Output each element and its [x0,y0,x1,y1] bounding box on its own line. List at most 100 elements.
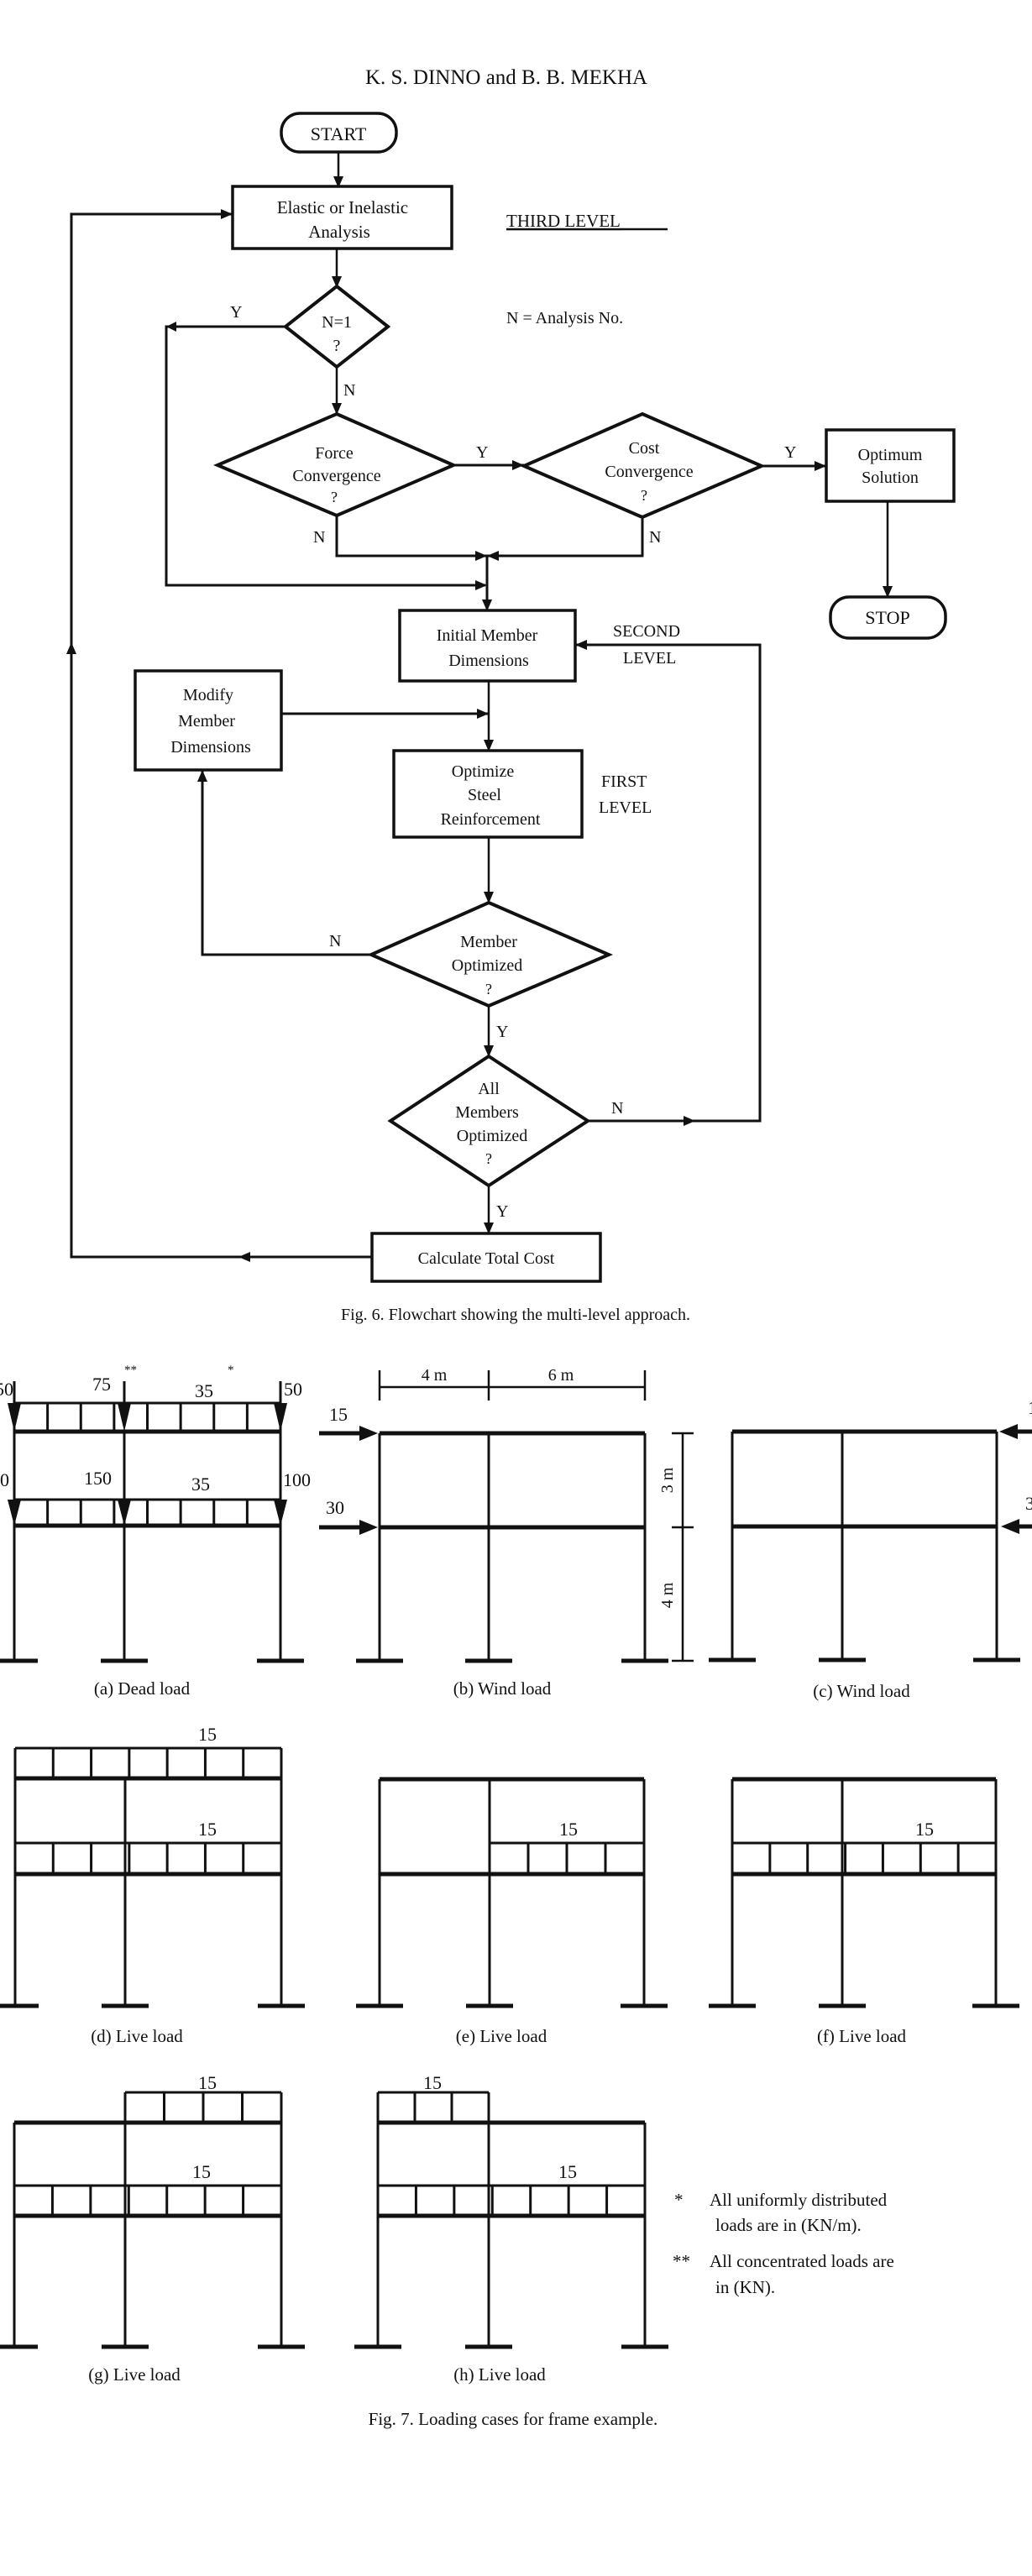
arrowhead-icon [484,1223,494,1234]
n-yes-connector [165,325,485,587]
yes-label: Y [496,1023,508,1041]
concentrated-load-arrow [8,1500,21,1526]
start-label: START [311,123,367,144]
all-opt-label-4: ? [485,1150,492,1167]
panel-h-caption: (h) Live load [453,2364,546,2385]
load-value: 35 [191,1474,210,1495]
no-label: N [313,528,325,547]
arrowhead-icon [575,640,587,650]
force-label-2: Convergence [292,467,380,485]
optimize-steel-box [392,749,584,839]
load-unit-mark: ** [124,1364,137,1377]
load-value: 100 [0,1469,9,1490]
yes-label: Y [476,443,488,462]
arrowhead-icon [482,599,492,611]
panel-a-labels: 50 75 ** 35 * 50 100 150 35 100 [0,1364,311,1495]
arrowhead-icon [883,586,893,598]
no-label: N [611,1099,623,1118]
arrowhead-icon [333,176,343,188]
concentrated-load-arrow [274,1403,287,1432]
member-opt-label-1: Member [460,933,517,951]
dimension-label: 6 m [548,1366,574,1385]
modify-label-3: Dimensions [170,738,251,757]
note-line: All uniformly distributed [710,2190,888,2210]
no-label: N [343,381,355,400]
dimension-label: 4 m [422,1366,448,1385]
panel-e-caption: (e) Live load [456,2026,547,2046]
n-check-label-1: N=1 [322,313,352,332]
optimum-label-1: Optimum [858,446,923,464]
all-opt-label-2: Members [455,1103,519,1122]
load-value: 75 [92,1374,111,1395]
load-value: 35 [195,1380,213,1401]
optimize-label-3: Reinforcement [441,810,541,829]
third-level-label: THIRD LEVEL [506,211,621,231]
note-line: loads are in (KN/m). [715,2215,862,2235]
yes-label: Y [496,1202,508,1221]
note-mark: ** [673,2251,690,2271]
modify-label-1: Modify [183,686,233,704]
initial-label-2: Dimensions [448,652,529,670]
modify-dimensions-box [134,669,283,772]
second-level-loop [575,643,762,1123]
load-value: 15 [198,2072,217,2093]
panel-c-labels: 15 30 [1025,1397,1032,1514]
load-value: 50 [0,1379,13,1400]
member-no-connector [201,770,371,956]
arrowhead-icon [684,1116,695,1126]
analysis-box [231,185,453,250]
first-level-label-2: LEVEL [599,798,652,817]
arrowhead-icon [484,892,494,903]
total-cost-box [370,1232,602,1283]
arrowhead-icon [197,770,207,782]
force-label-3: ? [331,489,338,505]
load-unit-mark: * [228,1364,234,1377]
optimum-label-2: Solution [862,469,919,487]
second-level-label-2: LEVEL [623,649,676,668]
fig6-caption: Fig. 6. Flowchart showing the multi-leve… [341,1306,690,1324]
total-cost-label: Calculate Total Cost [418,1249,555,1268]
cost-label-3: ? [641,487,647,504]
arrowhead-icon [512,460,524,470]
arrowhead-icon [487,551,499,561]
panel-c-caption: (c) Wind load [813,1681,910,1701]
load-value: 15 [423,2072,442,2093]
arrowhead-icon [332,276,342,288]
wind-arrowhead [1001,1519,1019,1534]
arrowhead-icon [238,1252,250,1262]
dimension-label: 4 m [658,1582,677,1608]
load-value: 100 [283,1469,311,1490]
fig7-caption: Fig. 7. Loading cases for frame example. [369,2409,658,2429]
concentrated-load-arrow [118,1500,131,1526]
first-level-label-1: FIRST [601,772,647,791]
all-opt-label-3: Optimized [457,1127,527,1145]
panel-d-caption: (d) Live load [91,2026,183,2046]
arrowhead-icon [475,580,487,590]
arrowhead-icon [484,740,494,751]
panel-b-labels: 15 30 4 m 6 m 3 m 4 m [326,1366,677,1608]
load-value: 15 [559,1819,578,1840]
stop-terminal [829,595,947,640]
load-value: 150 [84,1468,112,1489]
arrowhead-icon [332,403,342,415]
note-line: All concentrated loads are [710,2251,894,2271]
arrowhead-icon [221,209,233,219]
third-level-loop [70,212,372,1259]
no-label: N [649,528,661,547]
initial-label-1: Initial Member [437,626,538,645]
load-value: 50 [284,1379,302,1400]
load-value: 15 [558,2161,577,2182]
flowchart: START Elastic or Inelastic Analysis THIR… [66,112,956,1283]
wind-arrowhead [359,1426,378,1441]
concentrated-load-arrow [118,1403,131,1432]
wind-arrowhead [999,1424,1018,1439]
initial-dimensions-box [398,609,577,683]
arrowhead-icon [475,551,487,561]
force-label-1: Force [315,444,354,463]
panel-g-caption: (g) Live load [88,2364,181,2385]
panel-b-caption: (b) Wind load [453,1678,552,1699]
note-line: in (KN). [715,2277,775,2297]
arrowhead-icon [166,322,176,332]
